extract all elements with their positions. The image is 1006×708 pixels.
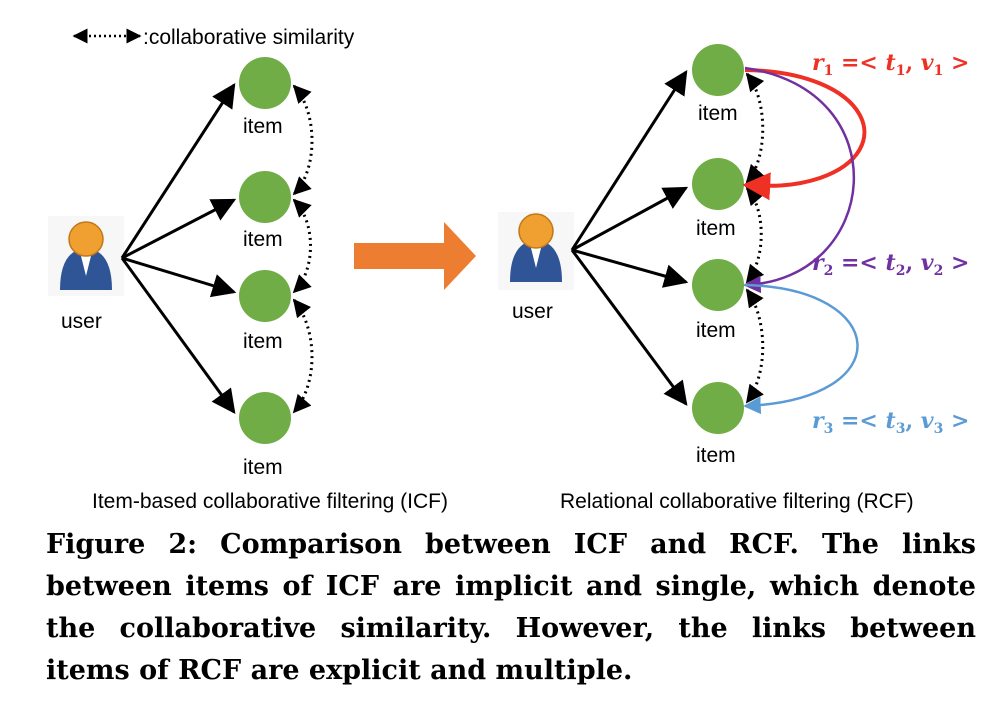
relation-label-r2: r2 =< t2, v2 > [812, 250, 969, 279]
icf-item-label-3: item [243, 330, 283, 353]
transition-arrow [354, 222, 476, 290]
rcf-link-4 [570, 249, 688, 406]
icf-link-4 [120, 257, 236, 414]
rcf-item-label-4: item [696, 444, 736, 467]
relation-arc-r2 [743, 66, 855, 294]
icf-similarity-3 [292, 298, 314, 414]
rcf-item-label-3: item [696, 319, 736, 342]
icf-link-1 [120, 82, 236, 259]
icf-item-node-4 [239, 392, 291, 444]
icf-user-label: user [61, 310, 102, 333]
rcf-diagram: user item item item item r1 =< t1, v1 > … [498, 44, 969, 513]
icf-title: Item-based collaborative filtering (ICF) [92, 490, 448, 513]
legend-text: :collaborative similarity [143, 26, 355, 49]
icf-item-node-3 [239, 270, 291, 322]
rcf-similarity-1 [745, 72, 765, 184]
rcf-link-1 [570, 69, 688, 251]
figure-diagram: :collaborative similarity user item item… [48, 26, 970, 513]
icf-item-node-1 [239, 57, 291, 109]
rcf-item-node-4 [692, 382, 744, 434]
icf-diagram: user item item item item Item-based coll… [48, 57, 448, 513]
rcf-link-3 [571, 248, 689, 288]
rcf-title: Relational collaborative filtering (RCF) [560, 490, 914, 513]
rcf-user-icon [498, 212, 574, 290]
relation-label-r1: r1 =< t1, v1 > [812, 50, 969, 79]
rcf-item-node-2 [692, 158, 744, 210]
rcf-item-label-1: item [698, 102, 738, 125]
rcf-similarity-3 [745, 288, 765, 404]
rcf-item-node-3 [692, 259, 744, 311]
icf-item-label-4: item [243, 456, 283, 479]
figure-caption: Figure 2: Comparison between ICF and RCF… [46, 529, 976, 686]
icf-link-3 [121, 256, 237, 298]
relation-label-r3: r3 =< t3, v3 > [812, 408, 969, 437]
icf-item-label-1: item [243, 115, 283, 138]
icf-item-label-2: item [243, 228, 283, 251]
icf-similarity-1 [292, 84, 314, 196]
rcf-item-node-1 [692, 44, 744, 96]
legend: :collaborative similarity [72, 26, 355, 49]
rcf-similarity-2 [745, 186, 765, 284]
rcf-link-2 [571, 186, 689, 252]
icf-link-2 [121, 198, 237, 260]
rcf-item-label-2: item [696, 217, 736, 240]
relation-arc-r1 [742, 68, 867, 201]
icf-user-icon [48, 216, 124, 296]
relation-arc-r3 [743, 283, 859, 415]
rcf-user-label: user [512, 300, 553, 323]
icf-item-node-2 [239, 171, 291, 223]
icf-similarity-2 [292, 198, 312, 294]
